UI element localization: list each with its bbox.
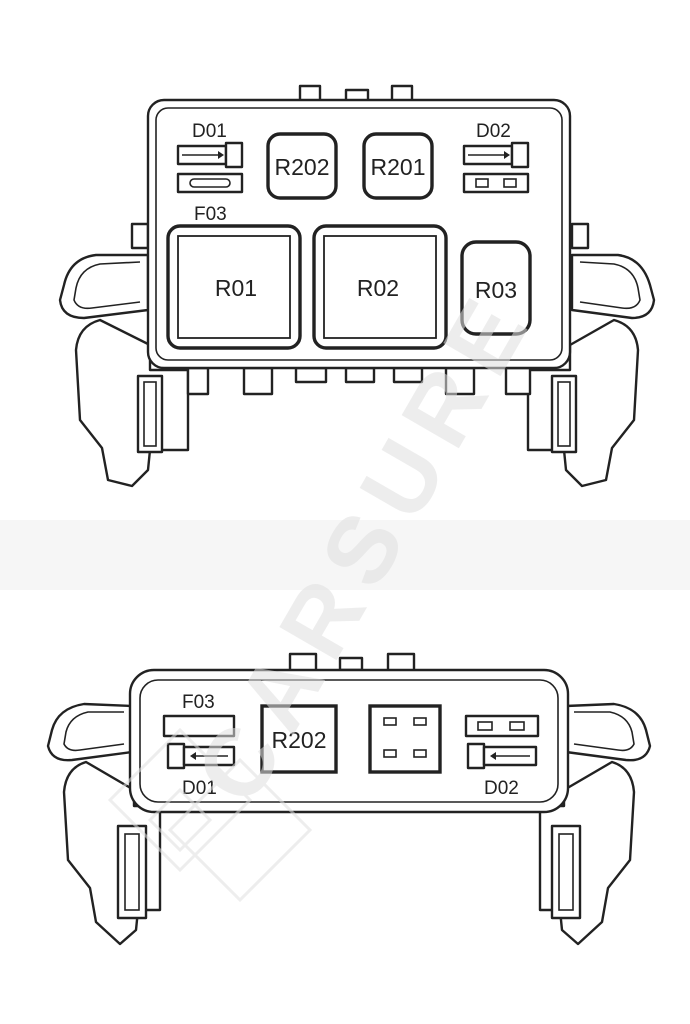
top-tabs [298, 84, 414, 104]
bottom-d02-label: D02 [484, 778, 519, 799]
bottom-housing [128, 668, 570, 814]
watermark-logo-icon [107, 727, 313, 903]
right-bracket [526, 222, 656, 488]
bottom-d02-diode: D02 [464, 714, 540, 799]
d02-label: D02 [476, 121, 511, 142]
left-bracket [58, 222, 190, 488]
bottom-r202-relay: R202 [260, 704, 338, 774]
bottom-r202-label: R202 [272, 727, 327, 753]
top-housing-inner [155, 107, 563, 361]
r02-label: R02 [357, 275, 399, 301]
r202-relay: R202 [266, 132, 338, 200]
bottom-f03-label: F03 [182, 692, 215, 713]
bottom-view: F03 D01 R202 [46, 652, 652, 946]
top-view: D01 D02 R202 R201 [58, 84, 656, 488]
bottom-housing-inner [139, 679, 559, 803]
r01-label: R01 [215, 275, 257, 301]
d02-diode: D02 [462, 121, 530, 194]
d01-diode: D01 [176, 121, 244, 194]
r03-relay: R03 [460, 240, 532, 336]
f03-label: F03 [194, 204, 227, 225]
d01-label: D01 [192, 121, 227, 142]
r01-relay: R01 [166, 224, 302, 350]
r202-label: R202 [275, 154, 330, 180]
r201-relay: R201 [362, 132, 434, 200]
bottom-right-bracket [538, 702, 652, 946]
r201-label: R201 [371, 154, 426, 180]
bottom-left-bracket [46, 702, 162, 946]
divider-band [0, 520, 690, 590]
r03-label: R03 [475, 277, 517, 303]
r02-relay: R02 [312, 224, 448, 350]
bottom-empty-socket [368, 704, 442, 774]
